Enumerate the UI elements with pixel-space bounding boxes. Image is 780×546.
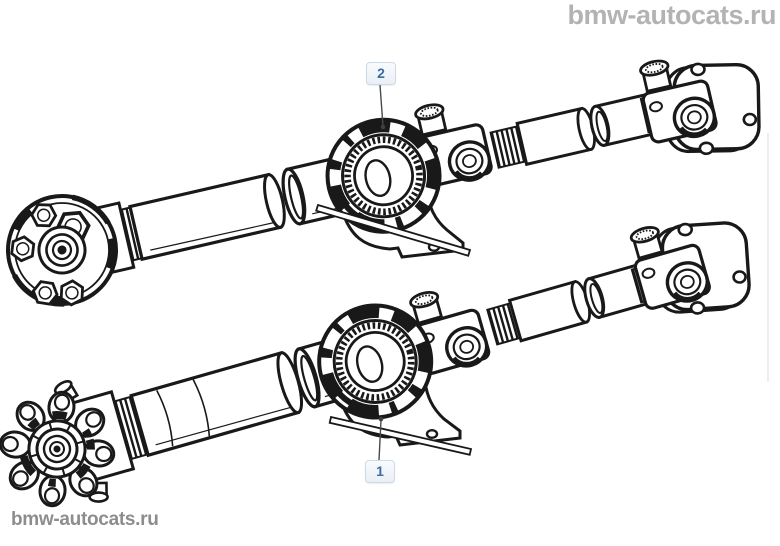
bracket-base-lower — [328, 415, 473, 456]
watermark-bottom-left: bmw-autocats.ru — [11, 509, 159, 530]
shaft-tube — [507, 279, 591, 343]
bracket-base-upper — [315, 203, 472, 257]
flex-coupling — [0, 380, 136, 508]
shaft-tube — [128, 172, 286, 262]
watermark-top-right: bmw-autocats.ru — [567, 0, 776, 30]
shaft-tube — [515, 106, 596, 167]
propeller-shaft-lower[interactable] — [0, 189, 771, 527]
callout-2[interactable]: 2 — [366, 62, 396, 85]
callout-1[interactable]: 1 — [365, 460, 395, 483]
shaft-tube — [129, 350, 304, 458]
propeller-shaft-upper[interactable] — [0, 31, 780, 323]
callout-2-leader — [379, 84, 386, 130]
front-flange — [5, 194, 136, 309]
callout-1-leader — [378, 416, 384, 461]
